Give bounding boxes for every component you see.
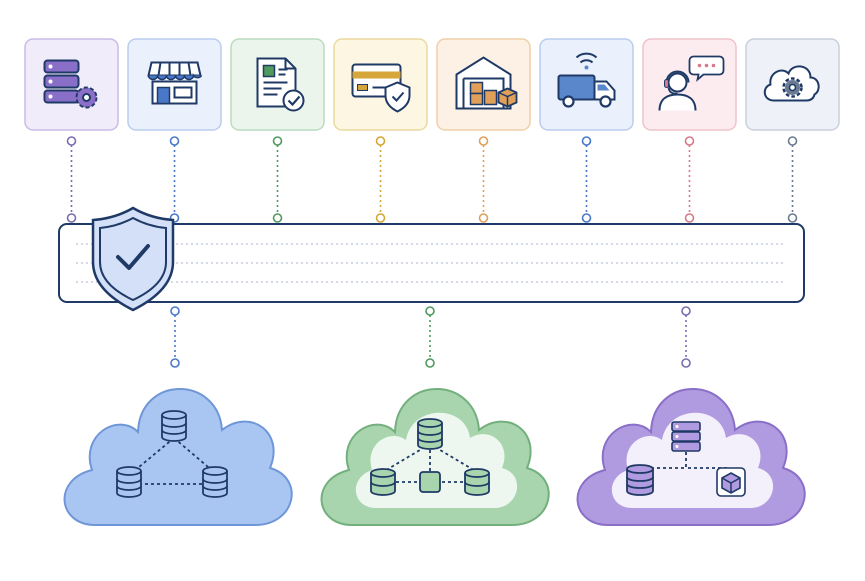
cloud-network-green	[370, 418, 490, 496]
connector-dot	[787, 213, 798, 223]
document-check-icon	[256, 57, 305, 112]
database-node	[116, 466, 142, 498]
database-node	[417, 418, 443, 450]
service-tile-delivery	[539, 38, 634, 131]
connector-dot	[170, 306, 180, 316]
connector-dot	[425, 306, 435, 316]
shield-check-icon	[91, 206, 175, 312]
network-node	[419, 471, 441, 493]
service-tile-customer-support	[642, 38, 737, 131]
service-tile-storefront	[127, 38, 222, 131]
connector-dot	[66, 136, 77, 146]
cube-icon	[716, 467, 746, 497]
cloud-icon	[320, 388, 550, 526]
connector-dot	[787, 136, 798, 146]
headset-agent-icon	[658, 55, 725, 111]
connector-dot	[375, 213, 386, 223]
warehouse-icon	[455, 56, 518, 110]
service-tile-payment-security	[333, 38, 428, 131]
cloud-gear-icon	[763, 65, 820, 102]
service-tile-document-approval	[230, 38, 325, 131]
server-gear-icon	[43, 59, 98, 109]
cloud-network-blue	[116, 410, 228, 498]
service-row	[24, 38, 840, 131]
cloud-region-blue	[63, 388, 293, 526]
card-shield-icon	[351, 63, 411, 113]
connector-dot	[272, 136, 283, 146]
database-node	[161, 410, 187, 442]
database-node	[202, 466, 228, 498]
connector-dot	[684, 136, 695, 146]
cloud-network-purple	[626, 421, 746, 497]
cloud-region-green	[320, 388, 550, 526]
connector-dot	[684, 213, 695, 223]
connector-dot	[681, 358, 691, 368]
database-node	[464, 468, 490, 496]
connector-dot	[169, 136, 180, 146]
connector-dot	[681, 306, 691, 316]
connector-dot	[581, 213, 592, 223]
server-node	[671, 421, 701, 452]
connector-dot	[272, 213, 283, 223]
connector-dot	[478, 213, 489, 223]
cloud-region-purple	[576, 388, 806, 526]
connector-dot	[375, 136, 386, 146]
connector-layer	[66, 136, 798, 368]
storefront-icon	[147, 61, 203, 105]
service-tile-warehouse	[436, 38, 531, 131]
database-node	[370, 468, 396, 496]
cloud-icon	[576, 388, 806, 526]
database-node	[626, 464, 654, 496]
integration-bus	[58, 206, 805, 312]
service-tile-cloud-settings	[745, 38, 840, 131]
connector-dot	[66, 213, 77, 223]
connector-dot	[478, 136, 489, 146]
cloud-regions	[63, 388, 806, 526]
connector-dot	[170, 358, 180, 368]
delivery-truck-icon	[557, 52, 616, 108]
connector-dot	[581, 136, 592, 146]
cloud-icon	[63, 388, 293, 526]
connector-dot	[425, 358, 435, 368]
service-tile-server-config	[24, 38, 119, 131]
